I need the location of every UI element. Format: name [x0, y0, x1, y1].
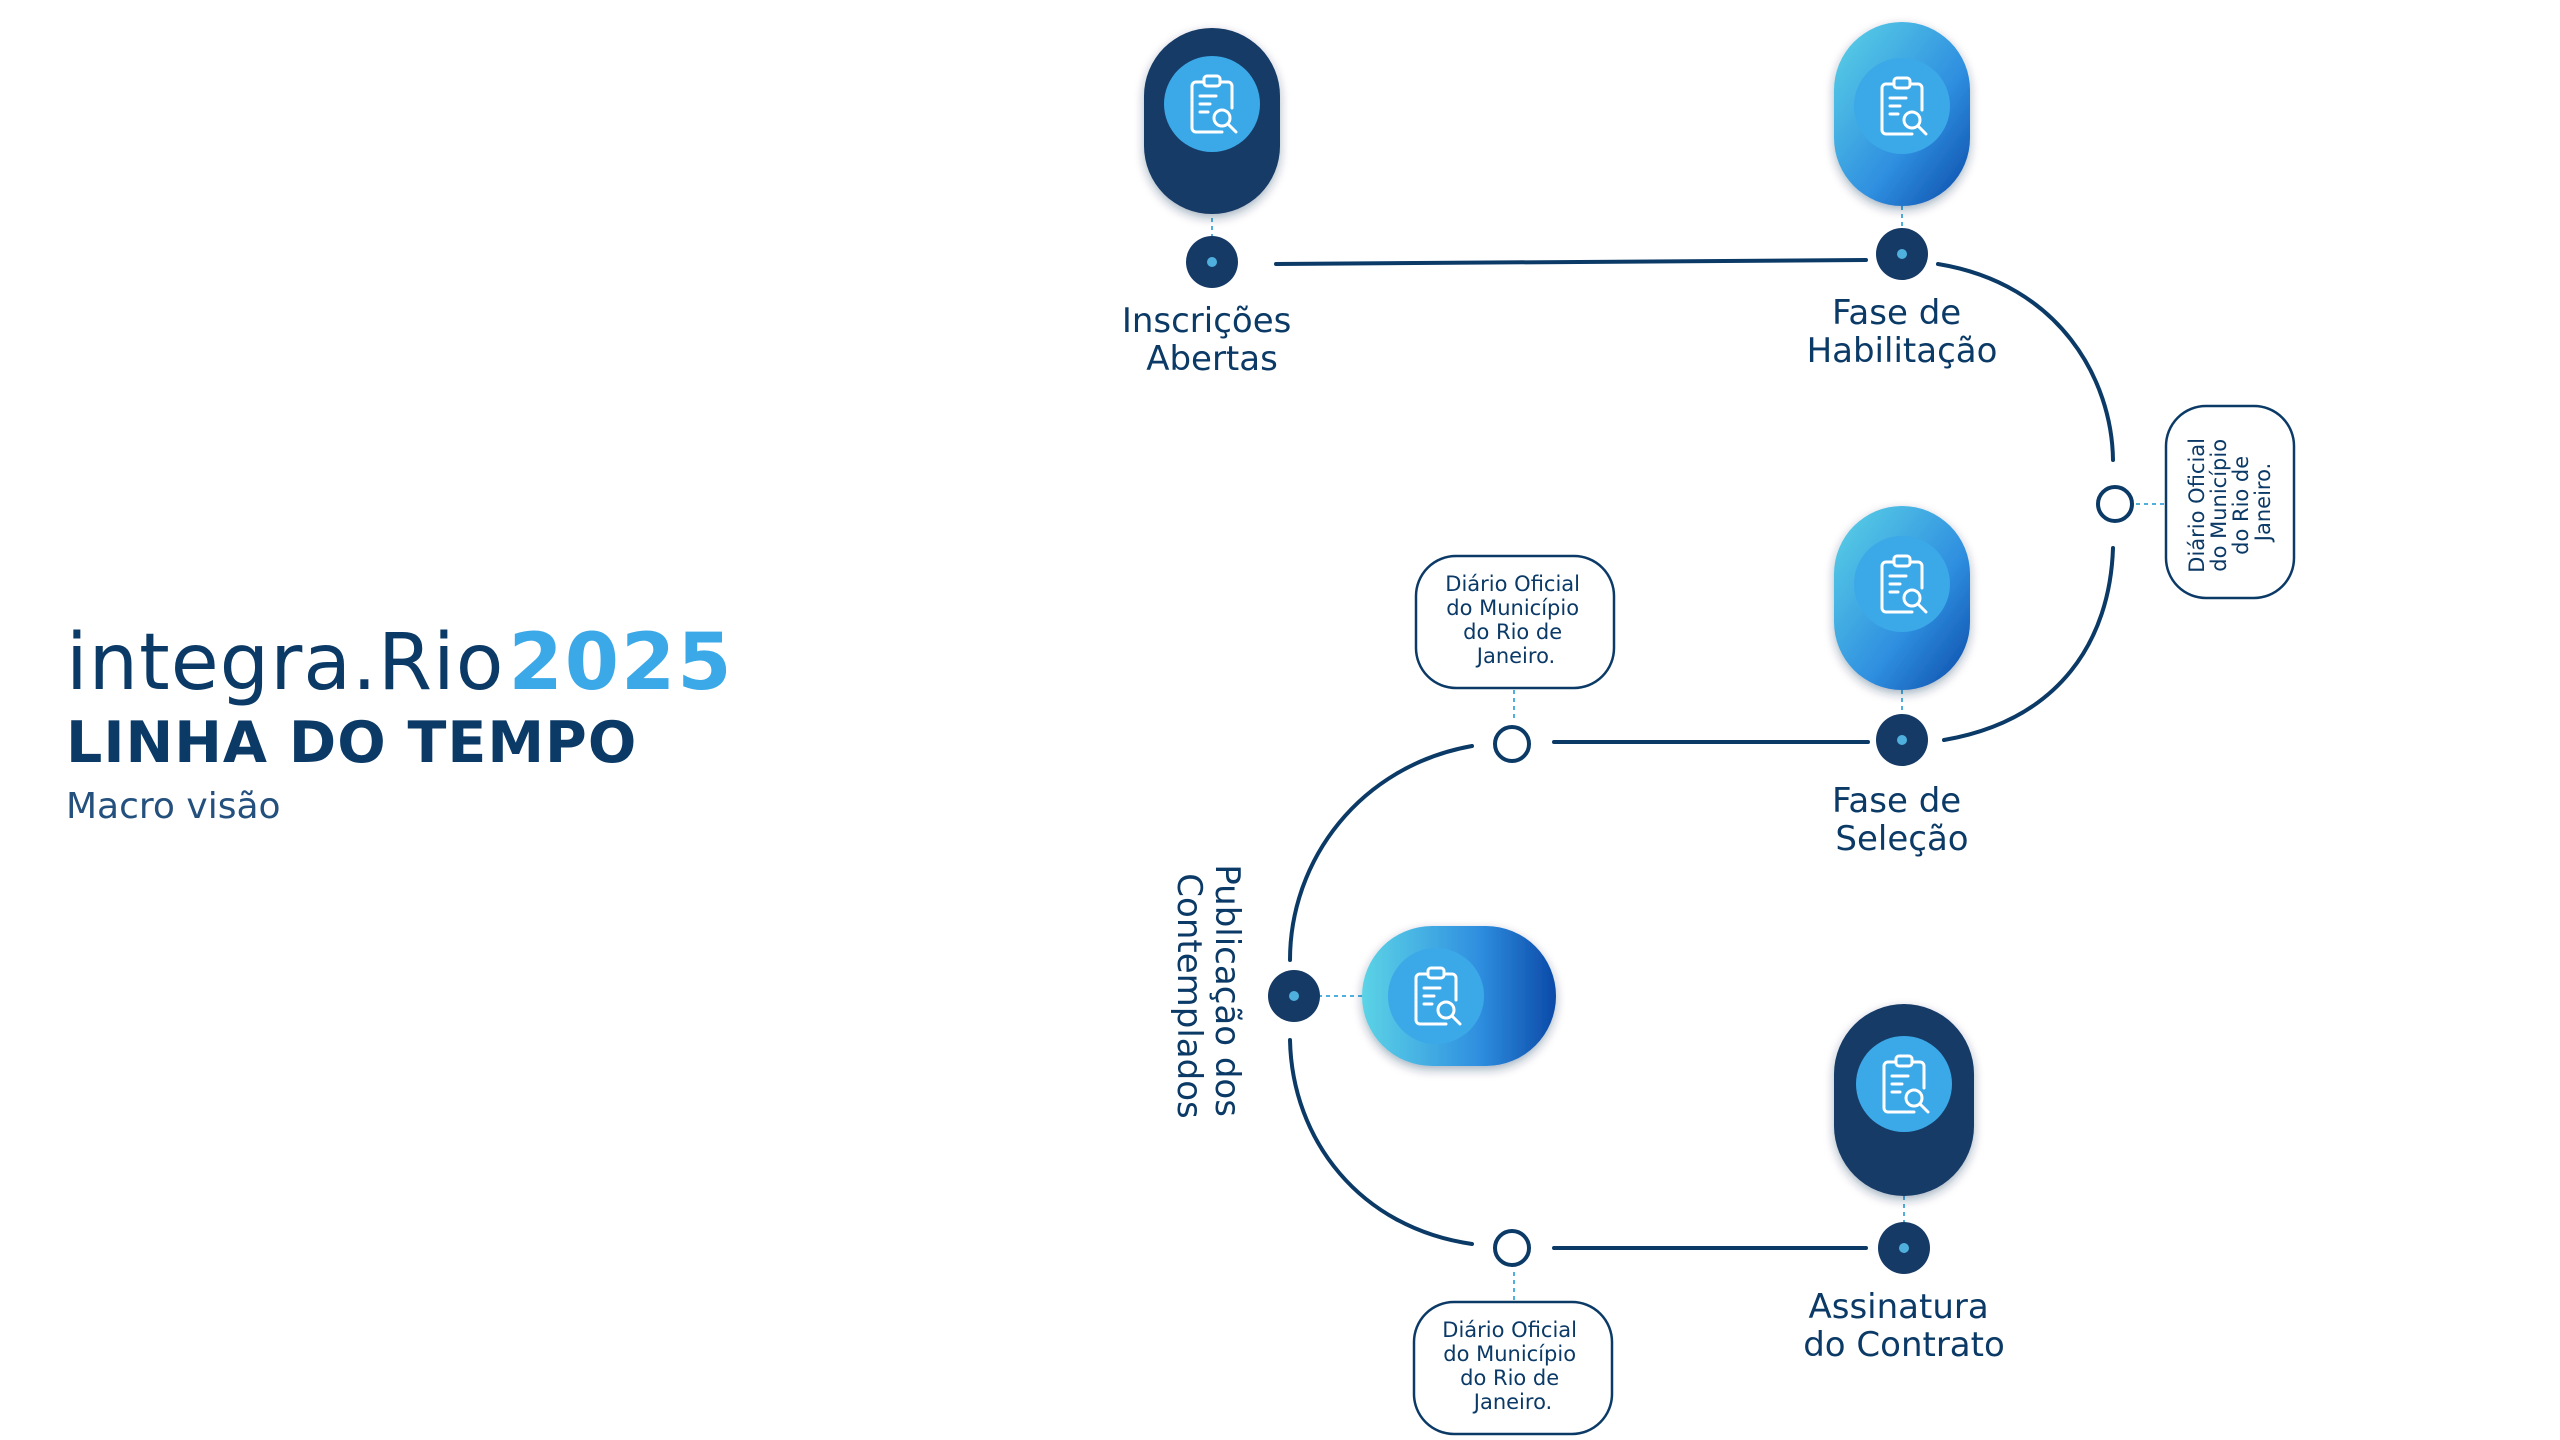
note-markers	[1493, 485, 2134, 1267]
clipboard-search-icon	[1414, 966, 1462, 1026]
step-dot-2	[1876, 228, 1928, 280]
timeline-curve-right-2	[1942, 546, 2115, 742]
page-subtitle: Macro visão	[66, 786, 281, 827]
brand-block: integra.Rio 2025 LINHA DO TEMPO Macro vi…	[66, 618, 734, 827]
logo-year: 2025	[508, 618, 734, 708]
pin-inscricoes	[1144, 28, 1280, 214]
timeline-curve-right	[1936, 262, 2115, 462]
step-dot-4	[1268, 970, 1320, 1022]
pin-assinatura	[1834, 1004, 1974, 1196]
pin-selecao	[1834, 506, 1970, 690]
step-dots	[1186, 228, 1930, 1274]
step-label-assinatura: Assinatura do Contrato	[1803, 1287, 2005, 1365]
step-label-selecao: Fase de Seleção	[1832, 781, 1972, 859]
timeline-segment-1	[1274, 258, 1868, 266]
step-label-publicacao: Publicação dos Contemplados	[1169, 864, 1247, 1128]
timeline-curve-left-2	[1288, 1038, 1474, 1246]
clipboard-search-icon	[1880, 76, 1928, 136]
note-marker-3	[1493, 1229, 1531, 1267]
note-box-2: Diário Oficial do Município do Rio de Ja…	[1414, 554, 1616, 690]
step-dot-1	[1186, 236, 1238, 288]
logo: integra.Rio 2025	[66, 618, 734, 708]
step-label-habilitacao: Fase de Habilitação	[1807, 293, 1998, 371]
note-marker-2	[1493, 725, 1531, 763]
step-dot-5	[1878, 1222, 1930, 1274]
timeline-curve-left	[1288, 744, 1474, 962]
note-text-2: Diário Oficial do Município do Rio de Ja…	[1445, 572, 1586, 668]
step-label-inscricoes: Inscrições Abertas	[1122, 301, 1302, 379]
page-title: LINHA DO TEMPO	[66, 710, 638, 776]
note-text-3: Diário Oficial do Município do Rio de Ja…	[1442, 1318, 1583, 1414]
note-box-1: Diário Oficial do Município do Rio de Ja…	[2164, 404, 2296, 600]
clipboard-search-icon	[1882, 1054, 1930, 1114]
pin-publicacao	[1362, 926, 1556, 1066]
note-text-1: Diário Oficial do Município do Rio de Ja…	[2185, 431, 2275, 572]
step-dot-3	[1876, 714, 1928, 766]
pin-connectors	[1211, 206, 2164, 1300]
note-marker-1	[2096, 485, 2134, 523]
logo-wordmark: integra.Rio	[66, 618, 505, 708]
clipboard-search-icon	[1190, 74, 1238, 134]
clipboard-search-icon	[1880, 554, 1928, 614]
timeline-path	[1274, 258, 2115, 1250]
note-box-3: Diário Oficial do Município do Rio de Ja…	[1412, 1300, 1614, 1436]
pin-habilitacao	[1834, 22, 1970, 206]
